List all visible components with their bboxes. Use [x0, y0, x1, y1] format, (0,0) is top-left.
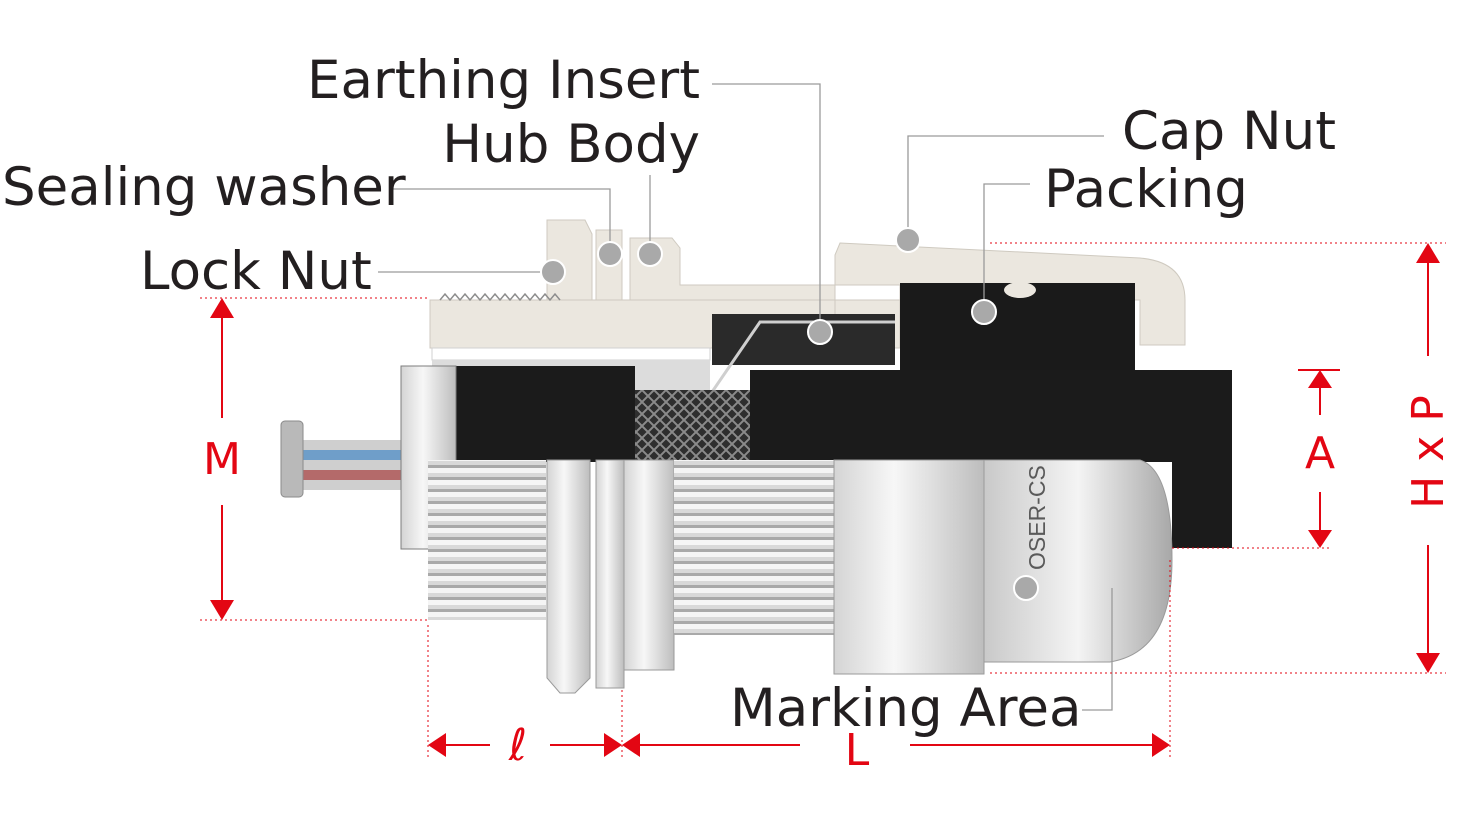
- marker-cap-nut: [895, 227, 921, 253]
- dim-hxp: [1416, 243, 1440, 673]
- marker-packing: [971, 299, 997, 325]
- leader-earthing-insert: [712, 83, 821, 330]
- leader-sealing-washer: [392, 188, 611, 254]
- label-cap-nut: Cap Nut: [1122, 101, 1336, 162]
- conductor-ferrule: [280, 420, 304, 498]
- label-hub-body: Hub Body: [442, 114, 700, 175]
- leader-lines: [378, 83, 1113, 711]
- cable-cores: [295, 440, 405, 490]
- marker-lock-nut: [540, 259, 566, 285]
- leader-marking-area: [1082, 588, 1113, 711]
- leader-cap-nut: [907, 135, 1104, 240]
- label-sealing-washer: Sealing washer: [2, 157, 406, 218]
- marker-hub-body: [637, 241, 663, 267]
- section-view: [429, 219, 1186, 393]
- cap-nut-hex: [833, 459, 985, 675]
- lock-nut-hex: [546, 459, 591, 694]
- body-marking: OSER-CS: [1024, 465, 1050, 570]
- dim-a-label: A: [1305, 428, 1335, 479]
- hub-thread: [674, 460, 834, 635]
- label-earthing-insert: Earthing Insert: [307, 50, 700, 111]
- marker-earthing-insert: [807, 319, 833, 345]
- dim-l-small-label: ℓ: [508, 720, 527, 771]
- dim-hxp-label: H x P: [1403, 395, 1454, 509]
- braid-armour: [635, 390, 750, 462]
- dim-m-label: M: [203, 434, 241, 485]
- dim-l-small: [428, 733, 622, 757]
- label-packing: Packing: [1044, 159, 1248, 220]
- cap-nut-dome: [983, 459, 1173, 663]
- label-marking-area: Marking Area: [730, 678, 1081, 739]
- marker-marking-area: [1013, 575, 1039, 601]
- marker-dots: [540, 227, 1039, 601]
- dim-l-large-label: L: [845, 725, 870, 776]
- hub-hex: [623, 459, 675, 671]
- entry-thread: [428, 460, 546, 620]
- cable: [280, 365, 1232, 550]
- label-lock-nut: Lock Nut: [140, 241, 372, 302]
- packing-section: [900, 283, 1135, 375]
- hub-thread-teeth: [439, 292, 561, 302]
- exterior-view: OSER-CS: [428, 459, 1173, 694]
- cable-jacket-inner: [455, 366, 635, 462]
- dimension-lines: [200, 242, 1446, 760]
- marker-sealing-washer: [597, 241, 623, 267]
- leader-packing: [983, 183, 1030, 312]
- dim-m: [210, 298, 234, 620]
- dim-l-large: [622, 733, 1170, 757]
- dim-a: [1298, 369, 1340, 548]
- washer-exterior: [595, 459, 625, 689]
- cable-jacket-outer: [750, 370, 1232, 548]
